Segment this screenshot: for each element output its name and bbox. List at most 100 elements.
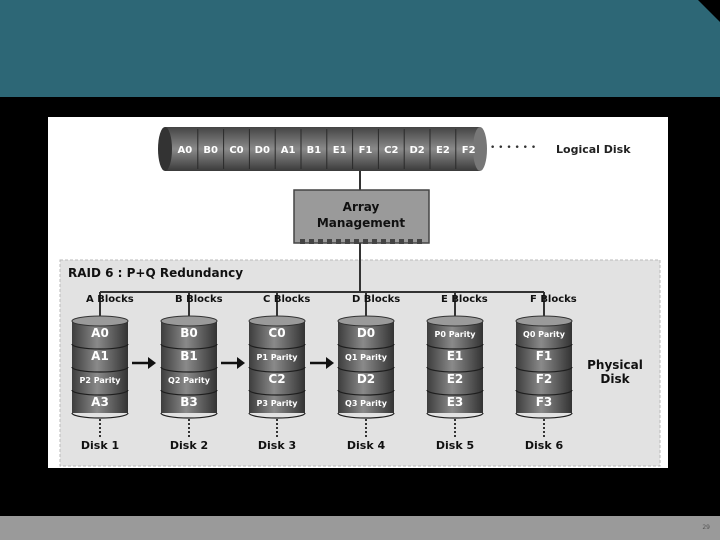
- disk-block-label: F2: [536, 372, 553, 386]
- disk-block-label: B0: [180, 326, 198, 340]
- logical-disk-label: Logical Disk: [556, 143, 631, 156]
- logical-block-label: F1: [359, 145, 373, 156]
- array-label-line2: Management: [317, 216, 406, 230]
- logical-disk-left-cap: [158, 127, 172, 171]
- disk-block-label: A0: [91, 326, 109, 340]
- disk-segment-edge: [337, 389, 395, 396]
- disk-header: E Blocks: [441, 294, 488, 305]
- array-management-box: Array Management: [293, 189, 430, 244]
- disk-segment-edge: [160, 412, 218, 419]
- logical-block-label: B0: [203, 145, 218, 156]
- disk-block-label: C2: [268, 372, 285, 386]
- disk-segment-edge: [426, 389, 484, 396]
- disk-header: B Blocks: [175, 294, 223, 305]
- disk-segment-edge: [160, 343, 218, 350]
- logical-block-label: B1: [307, 145, 322, 156]
- disk-block-label: E1: [447, 349, 464, 363]
- logical-block-label: C2: [384, 145, 398, 156]
- disk-body: [338, 321, 394, 413]
- logical-disk-body: [165, 127, 480, 171]
- disk-body: [516, 321, 572, 413]
- disk-segment-edge: [515, 366, 573, 373]
- raid-title: RAID 6 : P+Q Redundancy: [68, 266, 243, 280]
- connector-pin: [381, 239, 386, 244]
- disk-segment-edge: [337, 412, 395, 419]
- logical-block-label: D0: [255, 145, 270, 156]
- disk-block-label: Q0 Parity: [523, 330, 566, 339]
- connector-pin: [408, 239, 413, 244]
- disk-body: [72, 321, 128, 413]
- disk-block-label: F3: [536, 395, 553, 409]
- physical-label-line1: Physical: [587, 358, 643, 372]
- page-number: 29: [702, 524, 710, 531]
- disk-block-label: E3: [447, 395, 464, 409]
- disk-segment-edge: [337, 366, 395, 373]
- disk-segment-edge: [71, 343, 129, 350]
- disk-block-label: E2: [447, 372, 464, 386]
- disk-top-cap: [426, 315, 484, 327]
- slide-footer-bar: 29: [0, 516, 720, 540]
- connector-pin: [345, 239, 350, 244]
- array-label-line1: Array: [343, 200, 380, 214]
- slide-title-bar: [0, 0, 720, 97]
- disk-block-label: A3: [91, 395, 109, 409]
- connector-pin: [309, 239, 314, 244]
- connector-pin: [336, 239, 341, 244]
- connector-pin: [318, 239, 323, 244]
- disk-block-label: F1: [536, 349, 553, 363]
- disk-header: A Blocks: [86, 294, 134, 305]
- disk-label: Disk 2: [170, 439, 208, 452]
- disk-segment-edge: [515, 412, 573, 419]
- disk-block-label: P2 Parity: [80, 376, 122, 385]
- logical-block-label: C0: [229, 145, 243, 156]
- disk-body: [161, 321, 217, 413]
- disk-block-label: D2: [357, 372, 375, 386]
- disk-segment-edge: [426, 343, 484, 350]
- connector-pin: [417, 239, 422, 244]
- connector-pin: [327, 239, 332, 244]
- disk-segment-edge: [71, 389, 129, 396]
- corner-fold: [698, 0, 720, 22]
- disk-segment-edge: [71, 412, 129, 419]
- disk-block-label: B3: [180, 395, 198, 409]
- disk-block-label: A1: [91, 349, 109, 363]
- disk-segment-edge: [160, 366, 218, 373]
- connector-pin: [363, 239, 368, 244]
- disk-label: Disk 3: [258, 439, 296, 452]
- physical-label-line2: Disk: [600, 372, 630, 386]
- disk-block-label: P1 Parity: [257, 353, 299, 362]
- disk-top-cap: [71, 315, 129, 327]
- disk-block-label: Q2 Parity: [168, 376, 211, 385]
- disk-header: F Blocks: [530, 294, 577, 305]
- disk-block-label: Q3 Parity: [345, 399, 388, 408]
- disk-top-cap: [248, 315, 306, 327]
- disk-segment-edge: [515, 343, 573, 350]
- connector-pin: [399, 239, 404, 244]
- migration-arrow-head: [326, 357, 334, 369]
- logical-block-label: E1: [333, 145, 347, 156]
- disk-segment-edge: [426, 412, 484, 419]
- disk-label: Disk 6: [525, 439, 564, 452]
- disk-header: C Blocks: [263, 294, 310, 305]
- disk-segment-edge: [71, 366, 129, 373]
- disk-block-label: Q1 Parity: [345, 353, 388, 362]
- disk-body: [249, 321, 305, 413]
- logical-block-label: A1: [281, 145, 296, 156]
- disk-block-label: P0 Parity: [435, 330, 477, 339]
- disk-top-cap: [337, 315, 395, 327]
- disk-header: D Blocks: [352, 294, 400, 305]
- logical-disk-right-cap: [473, 127, 487, 171]
- connector-pin: [372, 239, 377, 244]
- logical-block-label: F2: [462, 145, 476, 156]
- disk-segment-edge: [248, 389, 306, 396]
- disk-segment-edge: [426, 366, 484, 373]
